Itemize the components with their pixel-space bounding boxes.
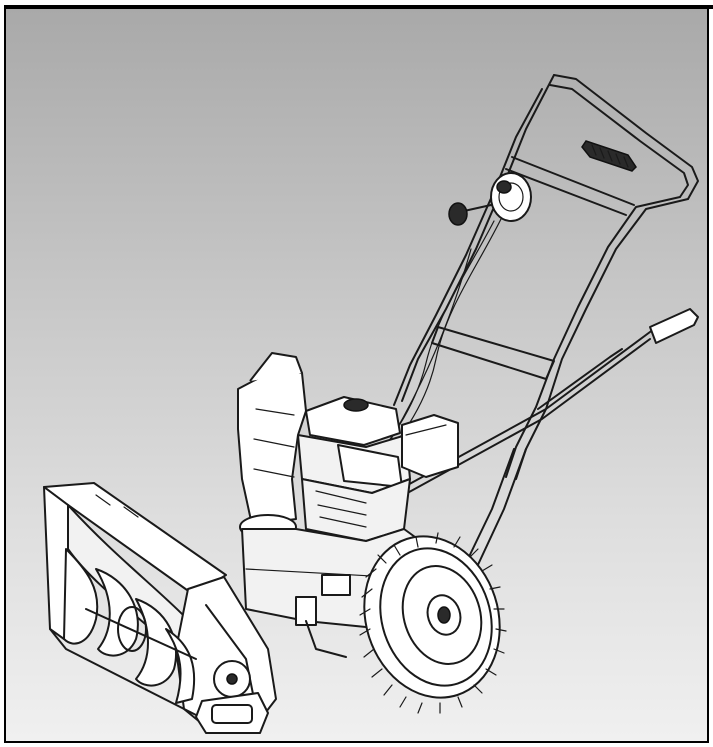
- snow-blower-illustration: [43, 74, 699, 734]
- chute-control-knob: [448, 172, 532, 226]
- figure-frame: [4, 9, 709, 743]
- discharge-chute: [237, 352, 307, 540]
- top-rule: [4, 5, 713, 9]
- engine: [297, 396, 459, 542]
- drive-lever: [359, 308, 699, 520]
- drive-wheel: [359, 532, 507, 714]
- auger-blades: [63, 548, 197, 704]
